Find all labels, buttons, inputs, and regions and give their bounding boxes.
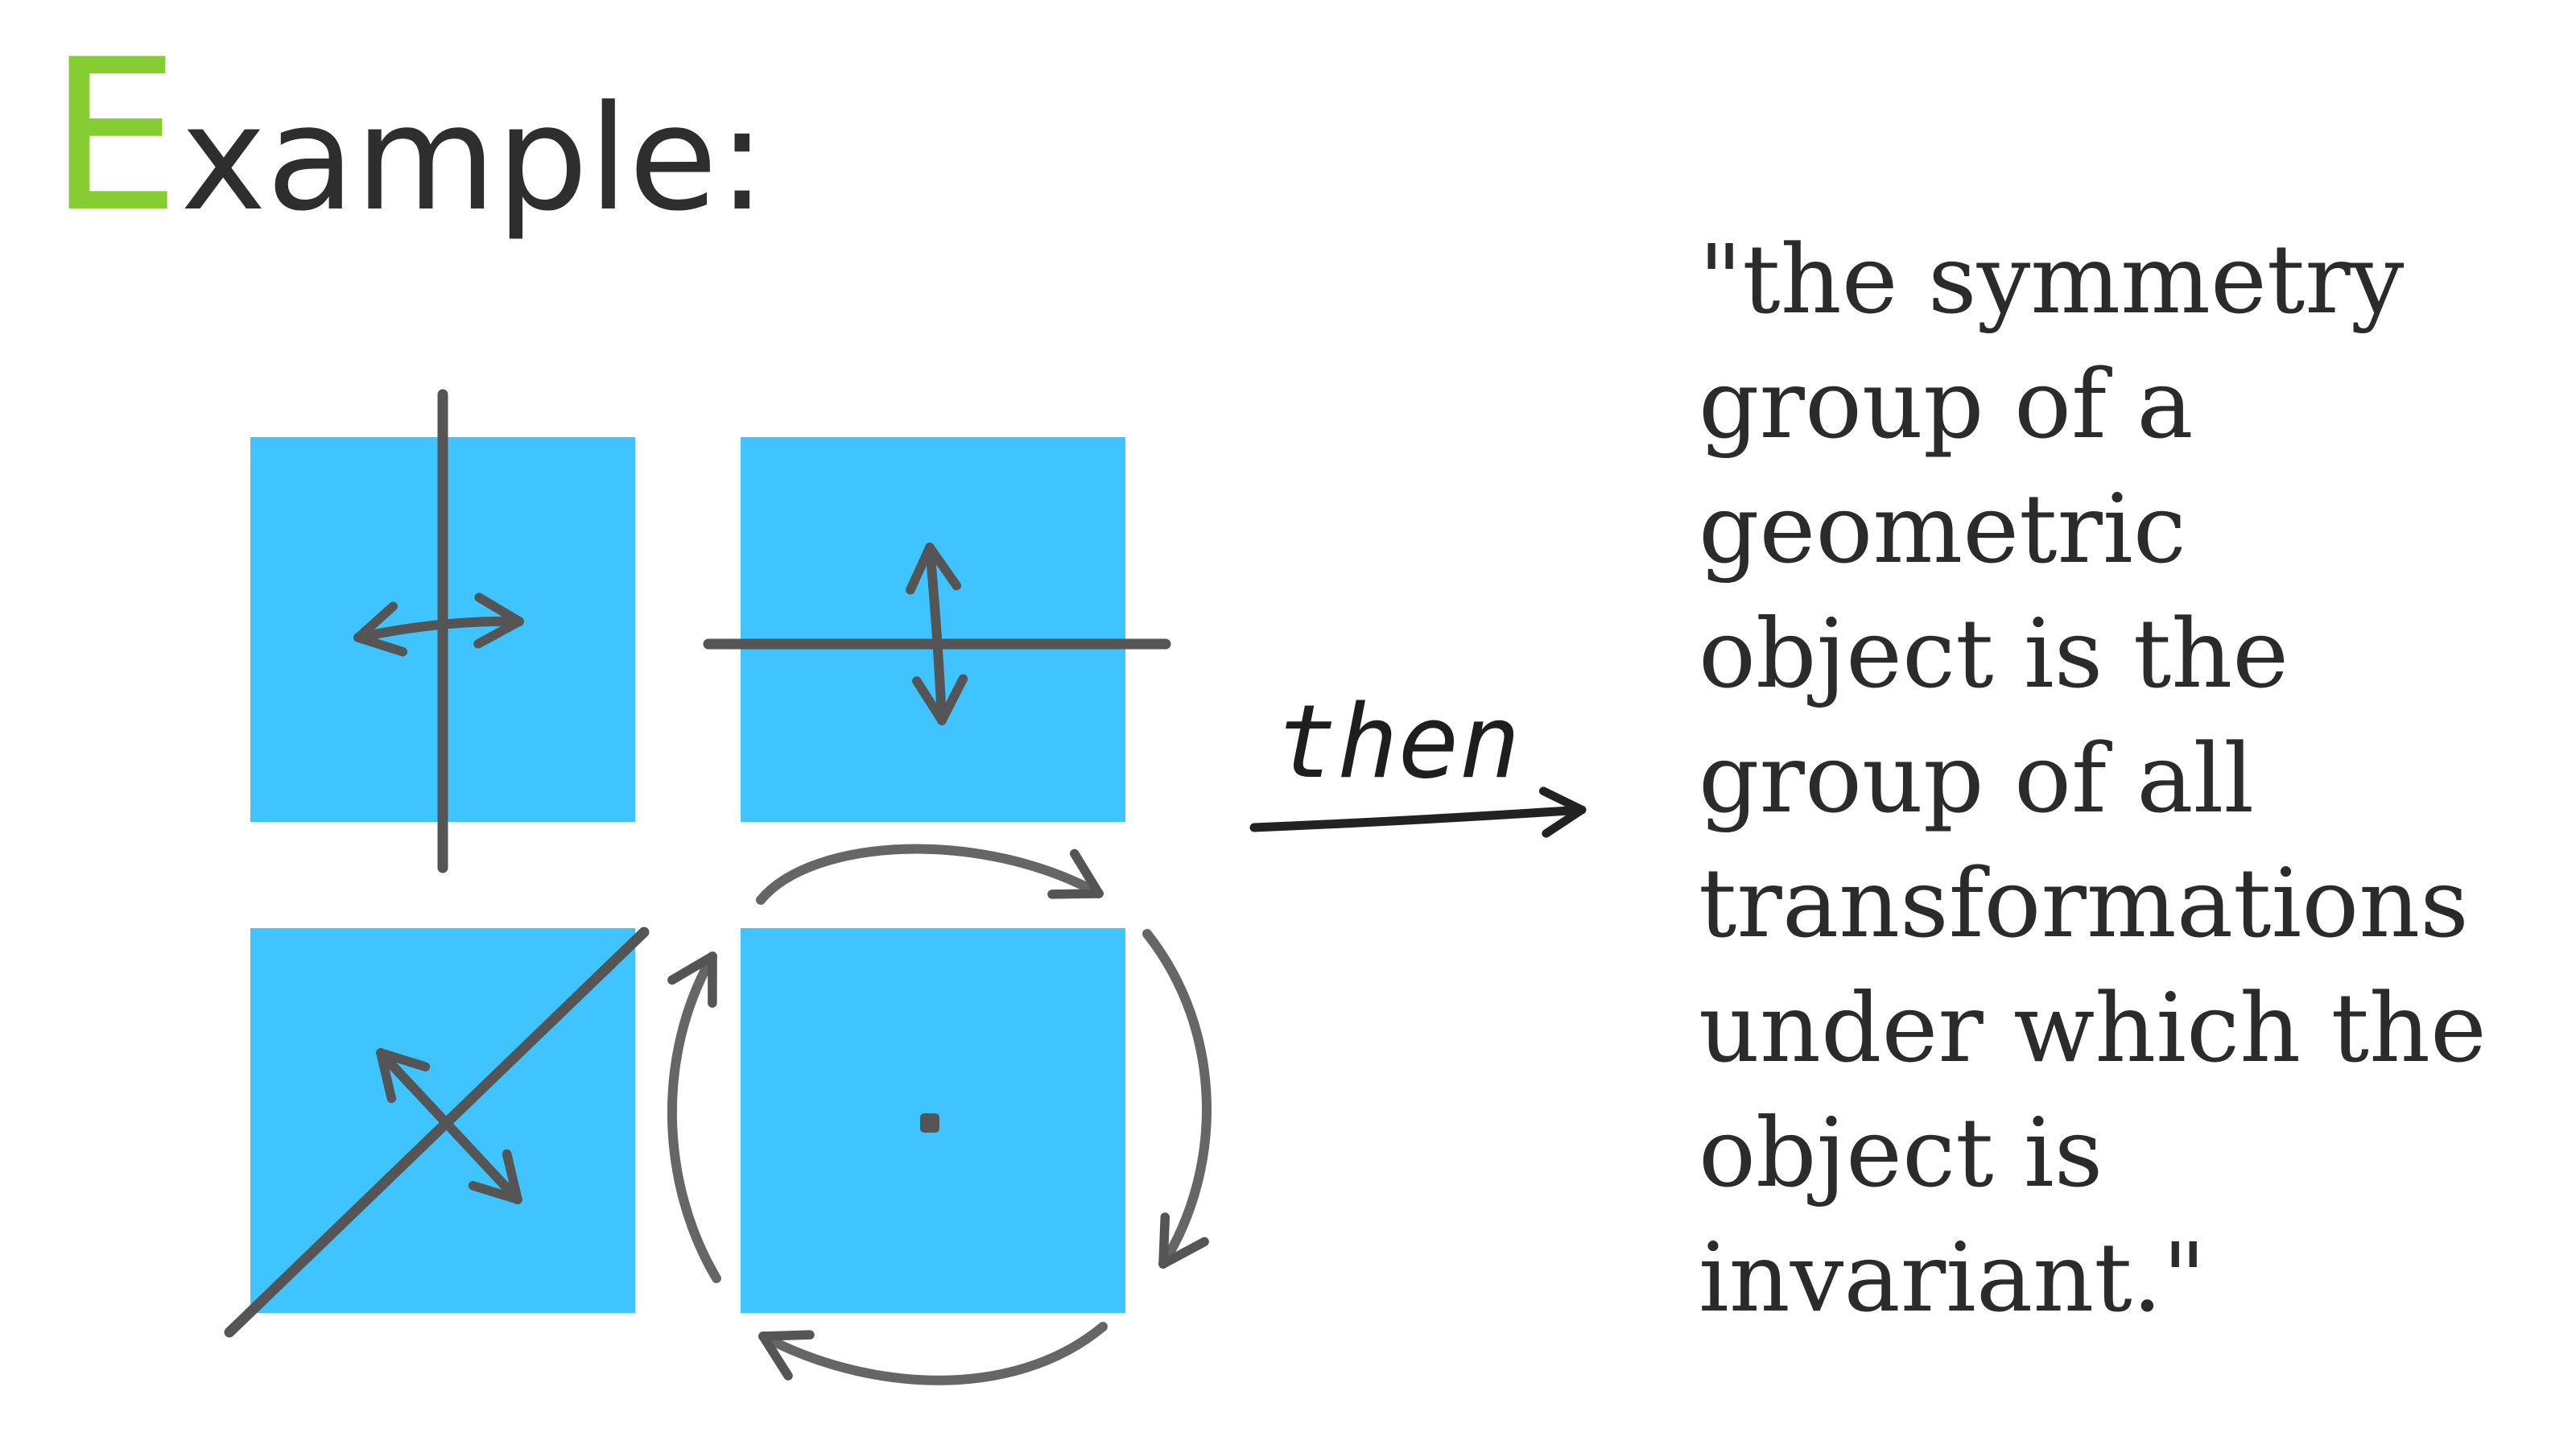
quote-line: transformations <box>1699 848 2469 959</box>
title-rest: xample: <box>180 75 767 243</box>
then-arrow-group: then <box>1249 683 1587 838</box>
square-vertical-reflection <box>250 389 635 873</box>
quote-line: under which the <box>1699 972 2487 1084</box>
quote-line: object is <box>1699 1097 2103 1208</box>
slide-title: Example: <box>48 32 766 242</box>
rotation-arrow-bottom <box>758 1322 1108 1385</box>
then-label: then <box>1276 683 1520 801</box>
quote-line: geometric <box>1699 473 2186 584</box>
rotation-arrow-top <box>756 844 1104 905</box>
quote-line: "the symmetry <box>1699 224 2405 335</box>
rotation-arrow-left <box>667 952 721 1283</box>
quote-line: invariant." <box>1699 1222 2207 1333</box>
square-horizontal-reflection <box>703 437 1171 822</box>
square-rotation <box>667 844 1212 1385</box>
quote-line: group of all <box>1699 723 2255 834</box>
rotation-center-dot <box>920 1113 939 1133</box>
quote-line: group of a <box>1699 349 2194 460</box>
title-first-letter: E <box>48 15 181 258</box>
horizontal-flip-arrow <box>353 592 524 657</box>
then-arrow <box>1249 786 1587 838</box>
quote-line: object is the <box>1699 598 2289 709</box>
diagonal-flip-arrow <box>376 1048 522 1204</box>
definition-quote: "the symmetry group of a geometric object i… <box>1699 217 2487 1340</box>
square-diagonal-reflection <box>224 927 650 1338</box>
vertical-flip-arrow <box>906 543 968 725</box>
rotation-arrow-right <box>1142 929 1212 1269</box>
